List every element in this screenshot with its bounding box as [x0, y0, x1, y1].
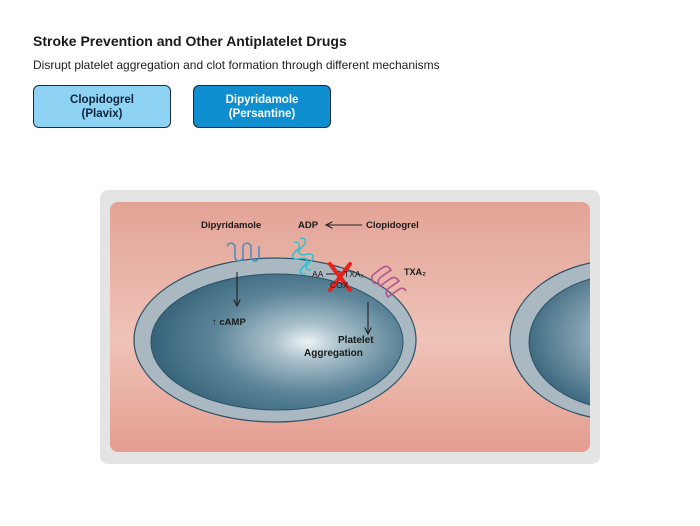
clopidogrel-button[interactable]: Clopidogrel (Plavix) [33, 85, 171, 128]
cox-inhibition-cross-icon [328, 262, 352, 292]
camp-label: ↑ cAMP [212, 317, 246, 328]
adp-receptor-icon [291, 237, 314, 275]
neighbor-platelet-cell [528, 273, 590, 411]
platelet-cell [150, 273, 404, 411]
dipyridamole-label: Dipyridamole [201, 220, 261, 231]
dipyridamole-button-brand: (Persantine) [228, 107, 296, 120]
cox-label: COX [330, 280, 349, 290]
platelet-mechanism-diagram: Dipyridamole ADP Clopidogrel AA TXA₂ COX… [110, 202, 590, 452]
txa2-receptor-icon [370, 265, 407, 299]
dipyridamole-receptor-icon [226, 242, 260, 262]
page-title: Stroke Prevention and Other Antiplatelet… [33, 33, 347, 49]
clopidogrel-button-name: Clopidogrel [70, 93, 134, 106]
page-subtitle: Disrupt platelet aggregation and clot fo… [33, 58, 440, 72]
txa2-inner-label: TXA₂ [344, 269, 364, 279]
dipyridamole-button-name: Dipyridamole [225, 93, 299, 106]
txa2-receptor-label: TXA₂ [404, 267, 426, 277]
aa-label: AA [312, 269, 324, 279]
adp-label: ADP [298, 220, 319, 231]
clopidogrel-button-brand: (Plavix) [81, 107, 123, 120]
dipyridamole-button[interactable]: Dipyridamole (Persantine) [193, 85, 331, 128]
platelet-aggregation-label-line2: Aggregation [304, 348, 363, 359]
clopidogrel-label: Clopidogrel [366, 220, 419, 231]
platelet-aggregation-label-line1: Platelet [338, 335, 374, 346]
